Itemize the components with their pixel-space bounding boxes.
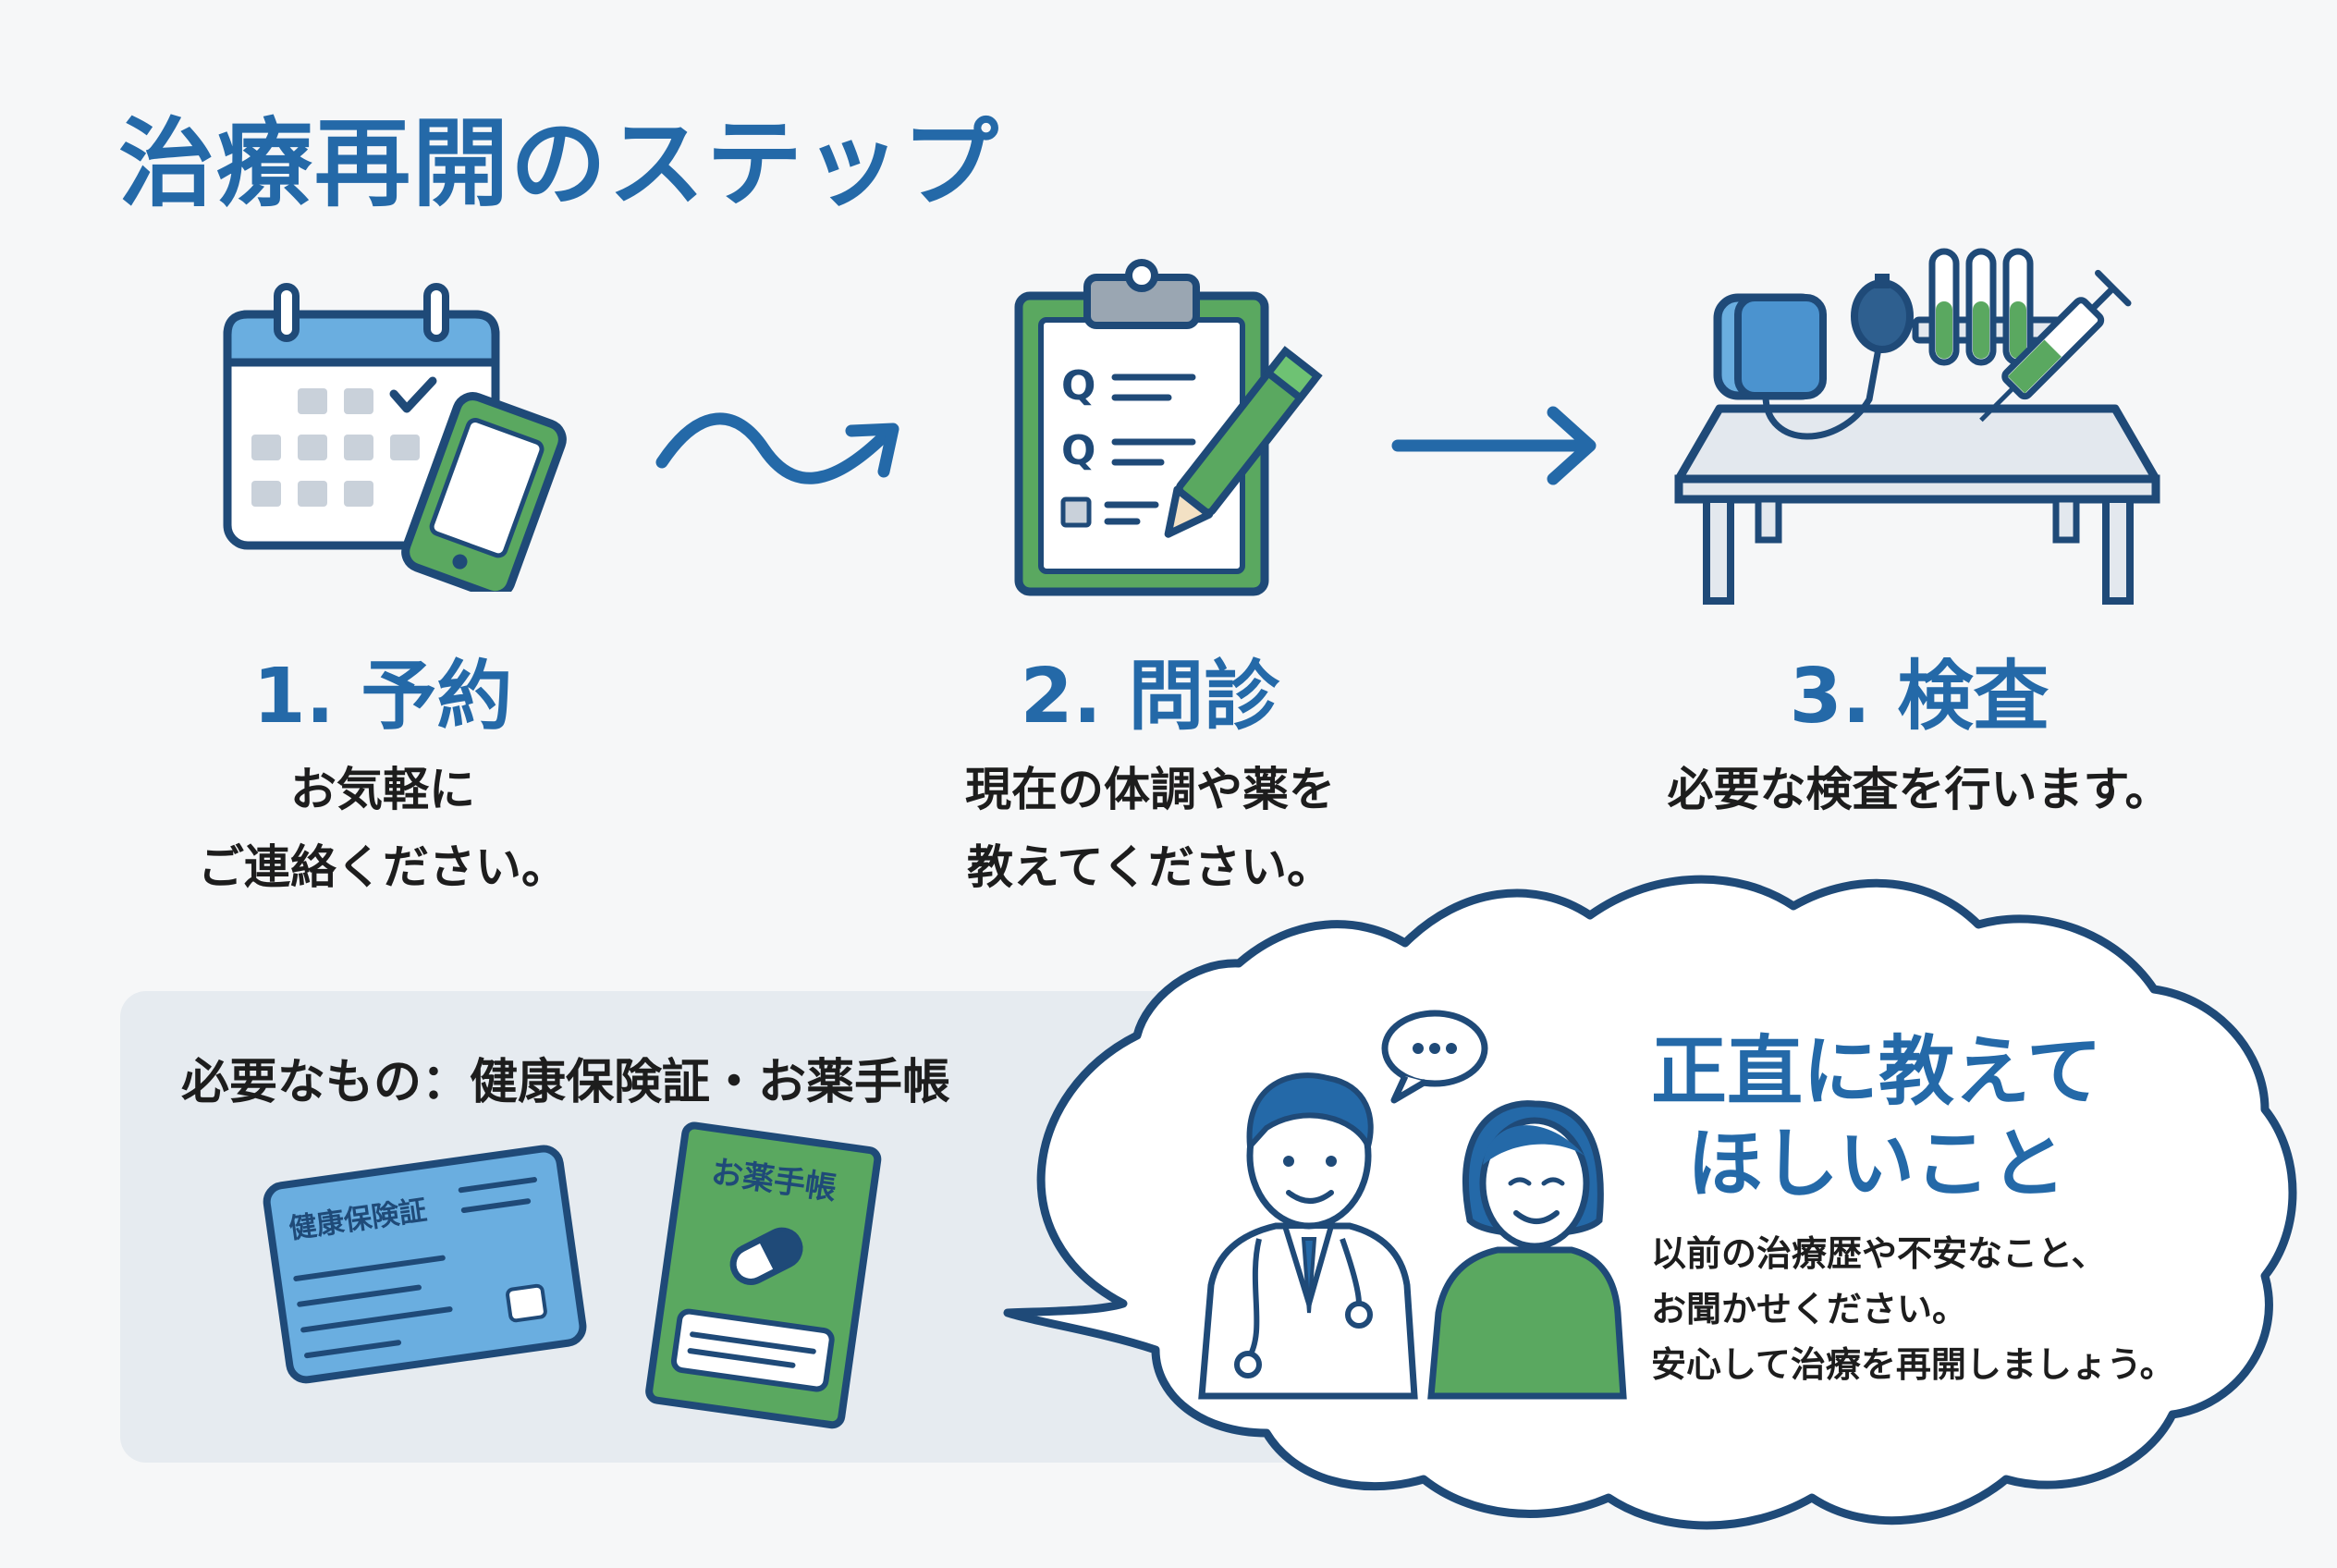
chat-dots-icon <box>1381 1010 1488 1104</box>
medical-exam-table-icon <box>1674 248 2160 605</box>
calendar-phone-icon <box>223 283 567 592</box>
page-title: 治療再開のステップ <box>118 107 1001 220</box>
step-2-description: 現在の体調や薬を 教えてください。 <box>854 751 1446 906</box>
right-arrow-icon <box>1391 406 1597 485</box>
step-2-desc-line2: 教えてください。 <box>967 840 1333 894</box>
clipboard-questionnaire-icon: Q Q <box>1014 259 1323 596</box>
svg-text:Q: Q <box>1061 427 1095 474</box>
step-2-title: 2. 問診 <box>1020 653 1280 741</box>
patient-figure <box>1427 1100 1627 1400</box>
step-3-title: 3. 検査 <box>1789 653 2049 741</box>
honest-title: 正直に教えて ほしいこと <box>1627 1026 2126 1211</box>
step-3-desc-line1: 必要な検査を行います。 <box>1667 763 2172 816</box>
svg-text:Q: Q <box>1061 362 1095 410</box>
honest-description: 以前の治療歴や不安なこと、 お聞かせください。 安心して治療を再開しましょう。 <box>1651 1226 2243 1392</box>
honest-title-line2: ほしいこと <box>1686 1121 2066 1208</box>
wavy-arrow-icon <box>655 412 899 484</box>
required-items-label: 必要なもの：健康保険証・お薬手帳 <box>181 1055 951 1110</box>
honest-desc-line1: 以前の治療歴や不安なこと、 <box>1651 1233 2107 1274</box>
honest-title-line1: 正直に教えて <box>1651 1028 2102 1116</box>
step-1-desc-line2: ご連絡ください。 <box>198 840 568 894</box>
step-1-description: お気軽に ご連絡ください。 <box>87 751 679 906</box>
doctor-figure <box>1198 1072 1418 1400</box>
insurance-card-icon: 健康保険証 <box>263 1145 587 1384</box>
step-1-title: 1. 予約 <box>252 653 513 741</box>
step-2-desc-line1: 現在の体調や薬を <box>965 763 1335 816</box>
pill-icon <box>729 1227 803 1285</box>
step-1-desc-line1: お気軽に <box>290 763 475 816</box>
honest-desc-line2: お聞かせください。 <box>1651 1289 1968 1329</box>
doctor-patient-illustration <box>1198 1010 1627 1400</box>
honest-desc-line3: 安心して治療を再開しましょう。 <box>1651 1344 2175 1385</box>
step-3-description: 必要な検査を行います。 <box>1623 751 2215 828</box>
medicine-notebook-icon: お薬手帳 <box>645 1121 882 1429</box>
